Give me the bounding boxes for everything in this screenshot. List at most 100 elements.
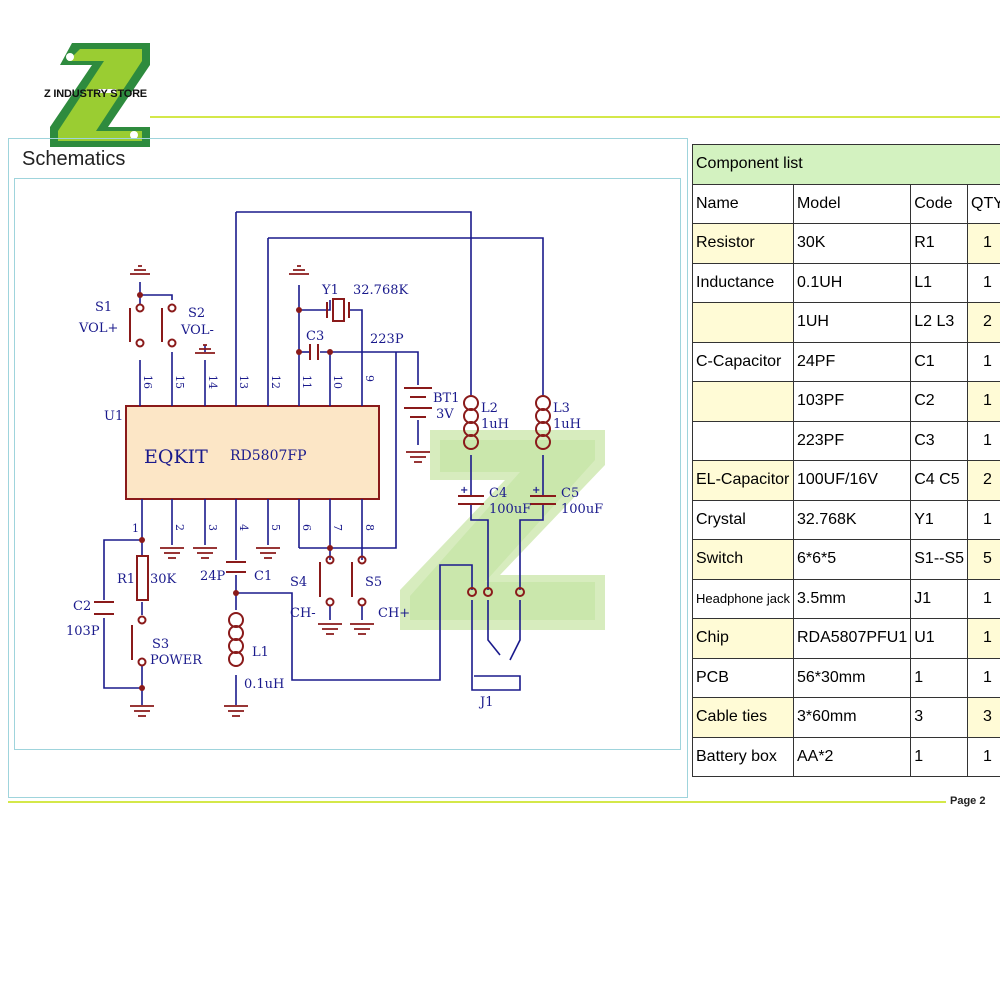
- pin-number: 13: [237, 375, 250, 389]
- cell-code: C1: [910, 341, 969, 382]
- top-pin-numbers: 16 15 14 13 12 11 10 9: [141, 375, 376, 389]
- s5-label: S5: [365, 575, 382, 590]
- cell-model: 1UH: [792, 302, 912, 343]
- cell-qty: 1: [967, 499, 1000, 540]
- cell-model: 0.1UH: [792, 262, 912, 303]
- s4-sub-label: CH-: [290, 606, 316, 621]
- pin-number: 10: [331, 375, 344, 389]
- cell-qty: 1: [967, 223, 1000, 264]
- s3-label: S3: [152, 637, 169, 652]
- j1-label: J1: [478, 695, 493, 710]
- pin-number: 6: [300, 524, 313, 531]
- c1-value: 24P: [200, 569, 226, 584]
- table-header-row: Name Model Code QTY: [692, 183, 1000, 224]
- pin-number: 16: [141, 375, 154, 389]
- cell-model: 6*6*5: [792, 539, 912, 580]
- cell-qty: 1: [967, 381, 1000, 422]
- l3-label: L3: [553, 401, 570, 416]
- cell-qty: 1: [967, 618, 1000, 659]
- cell-qty: 1: [967, 657, 1000, 698]
- component-list-table: Component list Name Model Code QTY Resis…: [692, 144, 1000, 777]
- c5-label: C5: [561, 486, 579, 501]
- cell-model: 103PF: [792, 381, 912, 422]
- c3-value: 223P: [370, 332, 404, 347]
- pin-number: 8: [363, 524, 376, 531]
- svg-text:+: +: [532, 485, 540, 496]
- c2-value: 103P: [66, 624, 100, 639]
- component-list-title: Component list: [692, 144, 1000, 185]
- c3-label: C3: [306, 329, 324, 344]
- c4-label: C4: [489, 486, 507, 501]
- s3-sub-label: POWER: [150, 653, 203, 668]
- cell-name: Chip: [692, 618, 794, 659]
- cell-model: 100UF/16V: [792, 460, 912, 501]
- header-divider-line: [150, 116, 1000, 118]
- s1-label: S1: [95, 300, 112, 315]
- header-name: Name: [692, 183, 794, 224]
- cell-name: EL-Capacitor: [692, 460, 794, 501]
- c1-label: C1: [254, 569, 272, 584]
- cell-name: Switch: [692, 539, 794, 580]
- s1-sub-label: VOL+: [78, 321, 118, 336]
- cell-model: 56*30mm: [792, 657, 912, 698]
- cell-name: Headphone jack: [692, 578, 794, 619]
- cell-name: Resistor: [692, 223, 794, 264]
- l3-value: 1uH: [553, 417, 581, 432]
- y1-value: 32.768K: [353, 283, 408, 298]
- y1-label: Y1: [321, 283, 339, 298]
- cell-model: 32.768K: [792, 499, 912, 540]
- cell-qty: 1: [967, 578, 1000, 619]
- cell-model: 30K: [792, 223, 912, 264]
- s2-sub-label: VOL-: [180, 323, 214, 338]
- cell-code: L2 L3: [910, 302, 969, 343]
- schematic-inner-frame: [14, 178, 681, 750]
- pin-number: 15: [173, 375, 186, 389]
- cell-name: [692, 420, 794, 461]
- chip-brand-label: EQKIT: [144, 446, 208, 468]
- cell-code: 3: [910, 697, 969, 738]
- pin-number: 14: [206, 375, 219, 389]
- schematic-title: Schematics: [22, 148, 126, 170]
- l2-value: 1uH: [481, 417, 509, 432]
- cell-code: C3: [910, 420, 969, 461]
- bt1-label: BT1: [433, 391, 460, 406]
- cell-code: C2: [910, 381, 969, 422]
- cell-model: 3.5mm: [792, 578, 912, 619]
- l1-value: 0.1uH: [244, 677, 284, 692]
- cell-name: C-Capacitor: [692, 341, 794, 382]
- bt1-value: 3V: [436, 407, 454, 422]
- cell-name: Inductance: [692, 262, 794, 303]
- cell-name: PCB: [692, 657, 794, 698]
- cell-code: S1--S5: [910, 539, 969, 580]
- cell-qty: 2: [967, 460, 1000, 501]
- cell-qty: 1: [967, 420, 1000, 461]
- cell-qty: 5: [967, 539, 1000, 580]
- cell-qty: 2: [967, 302, 1000, 343]
- l2-label: L2: [481, 401, 498, 416]
- r1-value: 30K: [150, 572, 177, 587]
- cell-code: L1: [910, 262, 969, 303]
- cell-code: J1: [910, 578, 969, 619]
- cell-name: [692, 381, 794, 422]
- pin-number: 12: [269, 375, 282, 389]
- pin-number: 2: [173, 524, 186, 531]
- u1-label: U1: [104, 409, 123, 424]
- cell-name: Cable ties: [692, 697, 794, 738]
- pin-number: 1: [132, 522, 139, 535]
- cell-qty: 3: [967, 697, 1000, 738]
- s2-label: S2: [188, 306, 205, 321]
- cell-qty: 1: [967, 341, 1000, 382]
- c5-value: 100uF: [561, 502, 603, 517]
